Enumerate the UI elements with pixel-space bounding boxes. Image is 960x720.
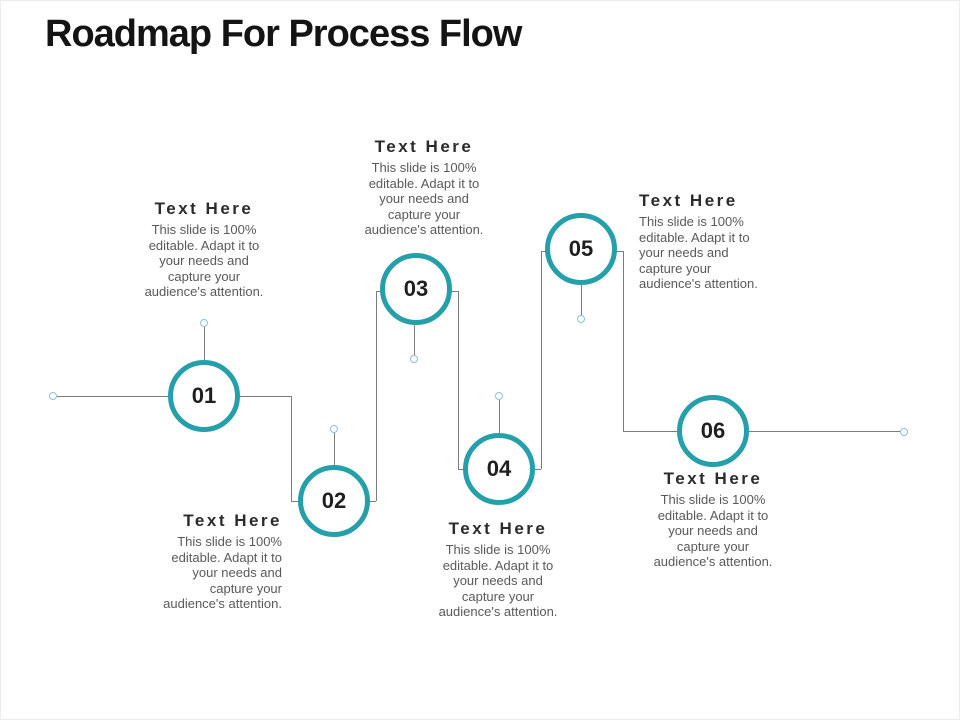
connector-stub: [204, 327, 205, 360]
step-circle-02: 02: [298, 465, 370, 537]
slide-title: Roadmap For Process Flow: [45, 13, 522, 55]
endpoint-dot: [49, 392, 57, 400]
step-number: 05: [568, 236, 594, 261]
step-circle-04: 04: [463, 433, 535, 505]
connector-line: [623, 431, 902, 432]
step-description: This slide is 100% editable. Adapt it to…: [653, 492, 773, 569]
step-circle-01: 01: [168, 360, 240, 432]
step-text-block-02: Text Here This slide is 100% editable. A…: [97, 511, 282, 612]
step-number: 04: [486, 456, 512, 481]
connector-line: [458, 291, 459, 469]
connector-line: [623, 251, 624, 431]
step-text-block-06: Text Here This slide is 100% editable. A…: [618, 469, 808, 570]
step-number: 06: [700, 418, 726, 443]
endpoint-dot: [330, 425, 338, 433]
step-text-block-04: Text Here This slide is 100% editable. A…: [403, 519, 593, 620]
step-heading: Text Here: [183, 511, 282, 530]
step-heading: Text Here: [448, 519, 548, 538]
step-description: This slide is 100% editable. Adapt it to…: [163, 534, 282, 611]
endpoint-dot: [495, 392, 503, 400]
endpoint-dot: [410, 355, 418, 363]
step-circle-03: 03: [380, 253, 452, 325]
step-description: This slide is 100% editable. Adapt it to…: [639, 214, 758, 291]
step-heading: Text Here: [639, 191, 738, 210]
connector-line: [376, 291, 377, 501]
step-text-block-01: Text Here This slide is 100% editable. A…: [109, 199, 299, 300]
step-heading: Text Here: [374, 137, 474, 156]
connector-line: [541, 251, 542, 469]
connector-stub: [499, 400, 500, 433]
connector-stub: [581, 285, 582, 315]
step-number: 01: [191, 383, 217, 408]
step-description: This slide is 100% editable. Adapt it to…: [438, 542, 558, 619]
endpoint-dot: [577, 315, 585, 323]
step-heading: Text Here: [154, 199, 254, 218]
step-text-block-05: Text Here This slide is 100% editable. A…: [639, 191, 809, 292]
connector-stub: [414, 325, 415, 355]
step-description: This slide is 100% editable. Adapt it to…: [364, 160, 484, 237]
step-circle-05: 05: [545, 213, 617, 285]
step-number: 02: [321, 488, 347, 513]
endpoint-dot: [200, 319, 208, 327]
connector-stub: [334, 433, 335, 465]
step-circle-06: 06: [677, 395, 749, 467]
connector-line: [291, 396, 292, 501]
endpoint-dot: [900, 428, 908, 436]
step-text-block-03: Text Here This slide is 100% editable. A…: [329, 137, 519, 238]
step-heading: Text Here: [663, 469, 763, 488]
step-description: This slide is 100% editable. Adapt it to…: [144, 222, 264, 299]
step-number: 03: [403, 276, 429, 301]
